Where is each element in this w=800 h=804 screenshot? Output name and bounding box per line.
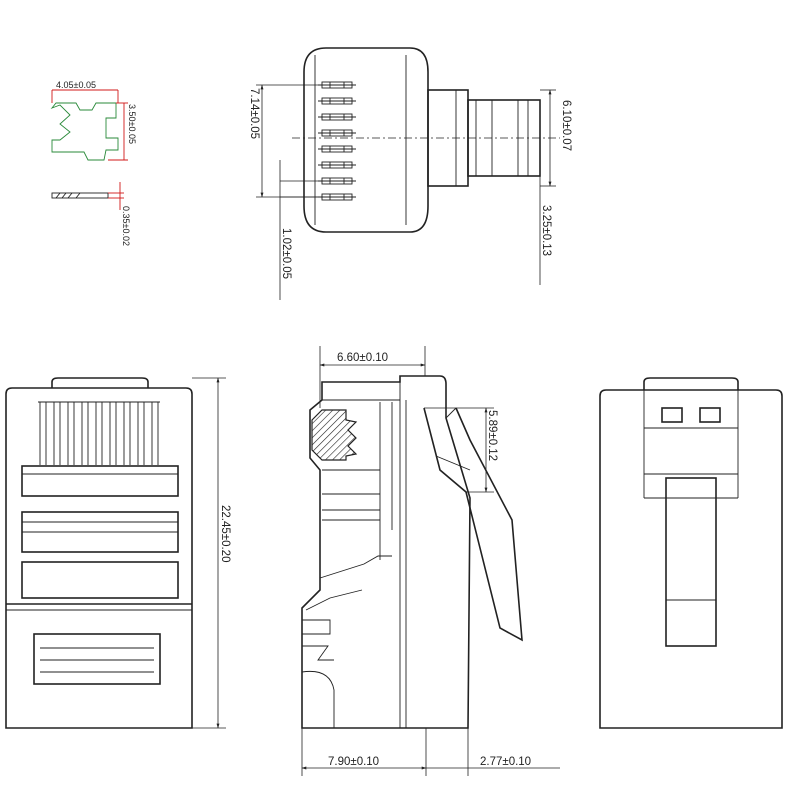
latch-view bbox=[599, 377, 783, 729]
pin-span-label: 7.14±0.05 bbox=[248, 88, 260, 139]
cable-window bbox=[33, 633, 161, 685]
latch-tab bbox=[665, 477, 717, 647]
side-width-label: 6.60±0.10 bbox=[337, 352, 388, 364]
latch-arm bbox=[423, 407, 523, 642]
strain-relief-2 bbox=[302, 645, 334, 661]
plug-offset-label: 3.25±0.13 bbox=[540, 205, 552, 256]
body-depth-label: 7.90±0.10 bbox=[328, 756, 379, 768]
contact-blades bbox=[38, 401, 160, 465]
latch-slot-left bbox=[661, 407, 683, 423]
contact-detail: 4.05±0.05 3.50±0.05 0.35±0.02 bbox=[50, 80, 137, 246]
front-pin-view: 7.14±0.05 1.02±0.05 6.10±0.07 3.25±0.13 bbox=[248, 47, 572, 300]
overall-length-label: 22.45±0.20 bbox=[219, 505, 231, 562]
side-body-outline bbox=[301, 375, 471, 729]
contact-cross-section bbox=[311, 409, 358, 461]
contact-thickness-label: 0.35±0.02 bbox=[121, 206, 131, 246]
strain-relief-1 bbox=[302, 619, 331, 635]
contact-width-label: 4.05±0.05 bbox=[56, 80, 96, 90]
latch-view-top bbox=[643, 377, 739, 390]
contact-profile bbox=[50, 102, 119, 161]
side-profile-view: 6.60±0.10 5.89±0.12 7.90±0.10 2.77±0.10 bbox=[301, 346, 560, 776]
contact-edge bbox=[51, 192, 109, 199]
latch-depth-label: 2.77±0.10 bbox=[480, 756, 531, 768]
plug-height-label: 6.10±0.07 bbox=[560, 100, 572, 151]
latch-slot-right bbox=[699, 407, 721, 423]
contact-side-body bbox=[5, 387, 193, 729]
front-body bbox=[303, 47, 429, 233]
contact-side-view: 22.45±0.20 bbox=[5, 377, 231, 729]
pin-pitch-label: 1.02±0.05 bbox=[280, 228, 292, 279]
strain-relief-3 bbox=[301, 670, 335, 728]
rib-1 bbox=[21, 465, 179, 497]
contact-height-label: 3.50±0.05 bbox=[127, 104, 137, 144]
latch-view-body bbox=[599, 389, 783, 729]
latch-height-label: 5.89±0.12 bbox=[486, 410, 498, 461]
contact-side-top bbox=[51, 377, 149, 388]
rib-3 bbox=[21, 561, 179, 599]
pin-array bbox=[318, 81, 356, 201]
